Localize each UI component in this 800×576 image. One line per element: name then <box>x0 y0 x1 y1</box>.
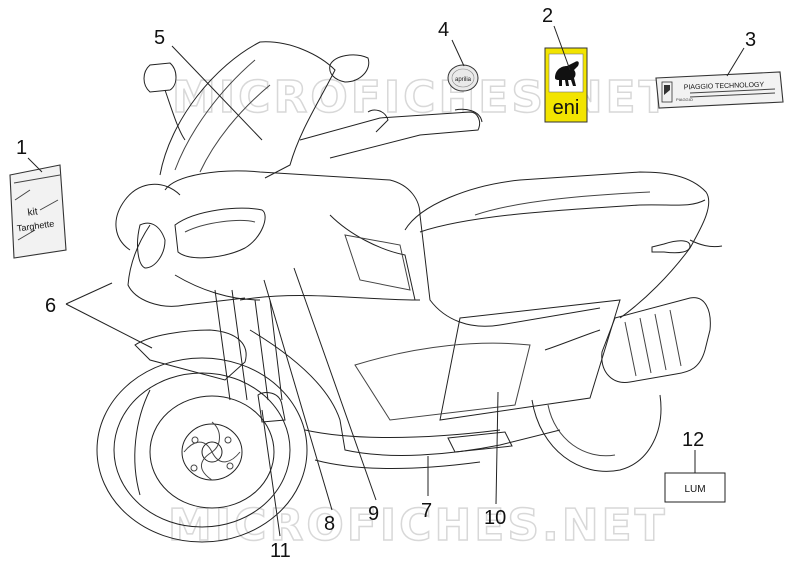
leader-lines <box>27 25 745 537</box>
lum-label: LUM <box>684 484 705 495</box>
piaggio-technology-label: PIAGGIO TECHNOLOGY <box>684 82 765 92</box>
piaggio-small-label: PIAGGIO <box>676 97 693 102</box>
aprilia-badge: aprilia <box>447 64 479 92</box>
callout-12: 12 <box>682 429 704 451</box>
callout-10: 10 <box>484 507 506 529</box>
watermark-bottom: MICROFICHES.NET <box>168 500 668 551</box>
scooter-drawing <box>96 41 723 543</box>
callout-1: 1 <box>16 137 27 159</box>
callout-5: 5 <box>154 27 165 49</box>
aprilia-badge-label: aprilia <box>455 77 472 83</box>
callout-2: 2 <box>542 5 553 27</box>
kit-line1-label: kit <box>27 206 39 218</box>
piaggio-technology-sticker: PIAGGIO TECHNOLOGY PIAGGIO <box>655 71 784 109</box>
eni-label: eni <box>553 97 580 119</box>
callout-7: 7 <box>421 500 432 522</box>
callout-numbers: 1 2 3 4 5 6 7 8 9 10 11 12 <box>16 5 756 562</box>
callout-3: 3 <box>745 29 756 51</box>
callout-9: 9 <box>368 503 379 525</box>
callout-6: 6 <box>45 295 56 317</box>
callout-8: 8 <box>324 513 335 535</box>
callout-11: 11 <box>270 540 291 562</box>
callout-4: 4 <box>438 19 449 41</box>
kit-targhette-sticker: kit Targhette <box>9 164 67 259</box>
lum-sticker: LUM <box>664 472 726 503</box>
six-legged-dog-icon <box>555 61 579 86</box>
